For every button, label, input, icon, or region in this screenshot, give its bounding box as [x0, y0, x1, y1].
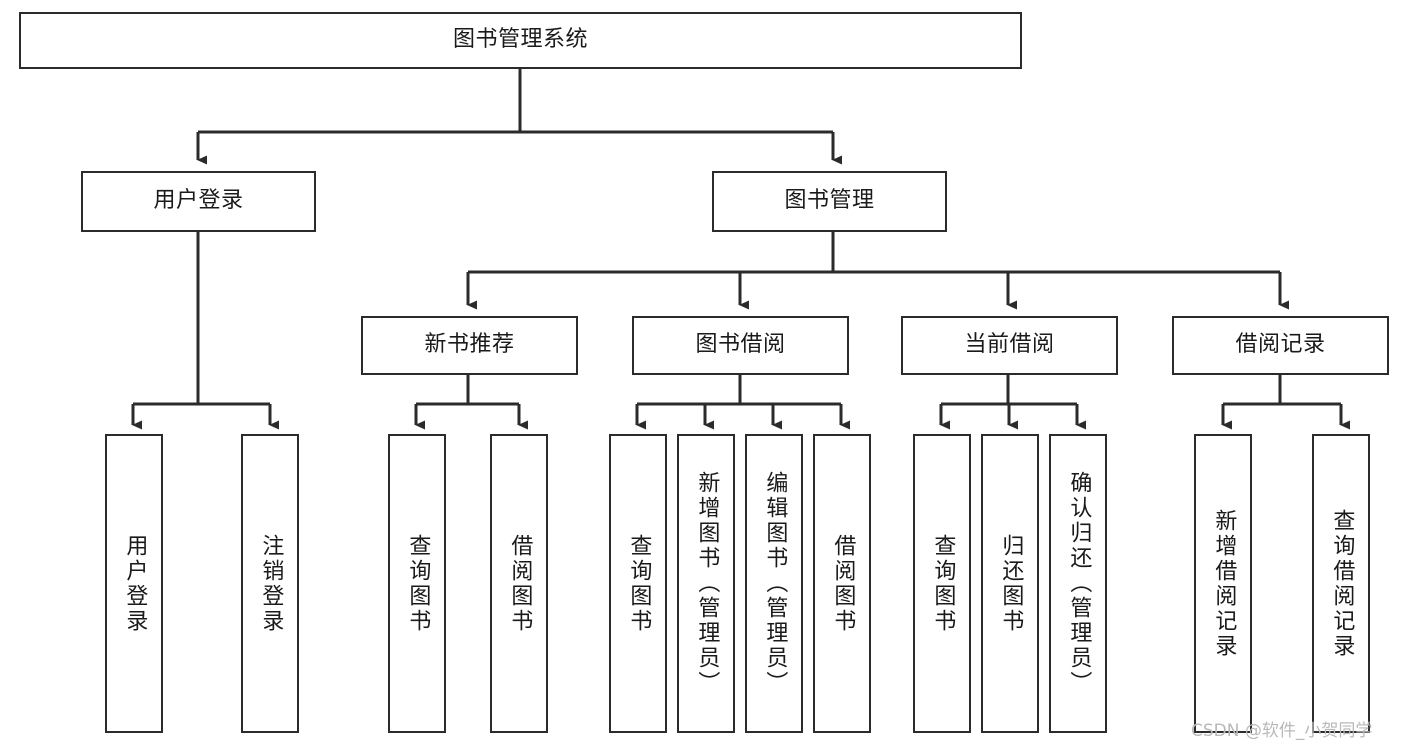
node-label: 注销登录: [258, 533, 284, 634]
leaf-user-login-signin[interactable]: 用户登录: [105, 434, 163, 733]
node-user-login[interactable]: 用户登录: [81, 171, 316, 232]
node-label: 查询借阅记录: [1329, 508, 1355, 659]
node-label: 借阅图书: [507, 533, 533, 634]
leaf-borrow-record-add[interactable]: 新增借阅记录: [1194, 434, 1252, 733]
node-label: 图书管理系统: [452, 27, 588, 53]
leaf-new-book-borrow[interactable]: 借阅图书: [490, 434, 548, 733]
node-label: 查询图书: [626, 533, 652, 634]
node-label: 编辑图书（管理员）: [762, 471, 788, 696]
leaf-current-borrow-confirm-return[interactable]: 确认归还（管理员）: [1049, 434, 1107, 733]
leaf-current-borrow-return[interactable]: 归还图书: [981, 434, 1039, 733]
node-label: 借阅记录: [1235, 332, 1326, 358]
node-current-borrow[interactable]: 当前借阅: [901, 316, 1118, 375]
node-label: 图书借阅: [695, 332, 786, 358]
node-label: 借阅图书: [830, 533, 856, 634]
node-label: 新书推荐: [424, 332, 515, 358]
leaf-book-borrow-edit[interactable]: 编辑图书（管理员）: [745, 434, 803, 733]
leaf-new-book-query[interactable]: 查询图书: [388, 434, 446, 733]
leaf-book-borrow-lend[interactable]: 借阅图书: [813, 434, 871, 733]
leaf-book-borrow-query[interactable]: 查询图书: [609, 434, 667, 733]
leaf-book-borrow-add[interactable]: 新增图书（管理员）: [677, 434, 735, 733]
node-label: 归还图书: [998, 533, 1024, 634]
leaf-current-borrow-query[interactable]: 查询图书: [913, 434, 971, 733]
node-borrow-record[interactable]: 借阅记录: [1172, 316, 1389, 375]
node-label: 用户登录: [153, 188, 244, 214]
node-new-book-recommend[interactable]: 新书推荐: [361, 316, 578, 375]
node-label: 新增借阅记录: [1211, 508, 1237, 659]
node-label: 图书管理: [784, 188, 875, 214]
node-label: 查询图书: [405, 533, 431, 634]
node-label: 用户登录: [122, 533, 148, 634]
leaf-borrow-record-query[interactable]: 查询借阅记录: [1312, 434, 1370, 733]
node-label: 当前借阅: [964, 332, 1055, 358]
watermark: CSDN @软件_小贺同学: [1191, 721, 1373, 741]
node-root-system[interactable]: 图书管理系统: [19, 12, 1022, 69]
node-label: 确认归还（管理员）: [1066, 471, 1092, 696]
node-label: 查询图书: [930, 533, 956, 634]
leaf-user-login-signout[interactable]: 注销登录: [241, 434, 299, 733]
node-book-management[interactable]: 图书管理: [712, 171, 947, 232]
node-book-borrow[interactable]: 图书借阅: [632, 316, 849, 375]
node-label: 新增图书（管理员）: [694, 471, 720, 696]
